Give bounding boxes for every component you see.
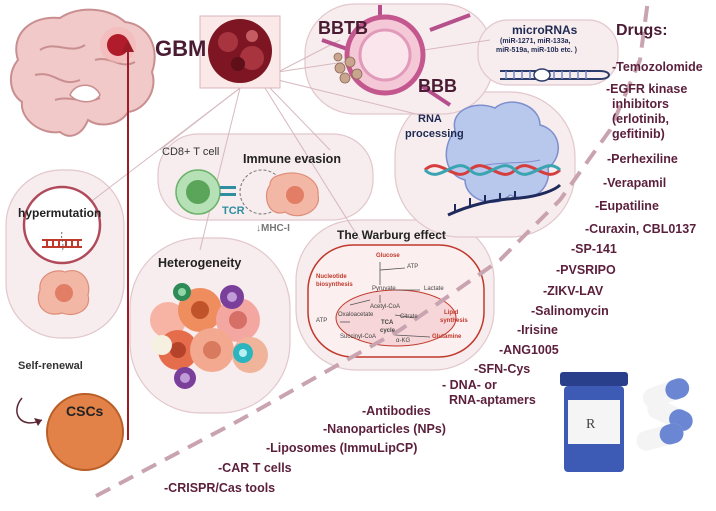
rna-label-1: RNA (418, 113, 442, 125)
warburg-oxaloacetate: Oxaloacetate (338, 312, 374, 318)
microrna-icon (500, 68, 610, 82)
drug-item: -Verapamil (603, 176, 667, 190)
warburg-akg: α-KG (396, 338, 411, 344)
microrna-title: microRNAs (512, 23, 578, 37)
stem-cell-icon (16, 393, 124, 471)
mirna-panel (477, 19, 619, 86)
csc-arrow (122, 40, 134, 440)
drug-item: -EGFR kinase (606, 82, 688, 96)
hypermutation-label: hypermutation (18, 206, 102, 220)
warburg-title: The Warburg effect (337, 228, 446, 242)
tcell-icon (175, 169, 236, 215)
warburg-lipid-1: Lipid (444, 310, 459, 316)
rna-label-2: processing (405, 128, 464, 140)
drug-item: gefitinib) (612, 127, 665, 141)
drug-item: (erlotinib, (612, 112, 669, 126)
drug-item: -Salinomycin (531, 304, 609, 318)
drug-item: RNA-aptamers (449, 393, 536, 407)
heterogeneity-label: Heterogeneity (158, 256, 242, 270)
warburg-nucleotide-1: Nucleotide (316, 274, 347, 280)
warburg-citrate: Citrate (400, 314, 418, 320)
drug-item: -ANG1005 (499, 343, 559, 357)
drug-item: -Antibodies (362, 404, 431, 418)
dashed-separator (95, 0, 650, 498)
mhc-label: ↓MHC-I (256, 223, 290, 234)
cscs-label: CSCs (66, 403, 104, 419)
tcr-label: TCR (222, 205, 245, 217)
immune-evasion-label: Immune evasion (243, 152, 341, 166)
ribosome-icon (445, 101, 559, 203)
cd8-label: CD8+ T cell (162, 146, 220, 158)
drug-item: -PVSRIPO (556, 263, 616, 277)
microrna-detail-1: (miR-1271, miR-133a, (500, 38, 571, 45)
warburg-glutamine: Glutamine (432, 334, 462, 340)
hypermutation-icon (22, 185, 102, 316)
drug-item: -Irisine (517, 323, 558, 337)
drug-item: -CRISPR/Cas tools (164, 481, 276, 495)
warburg-nucleotide-2: biosynthesis (316, 282, 353, 288)
capsule-icon (636, 378, 693, 451)
brain-icon (10, 8, 156, 137)
self-renewal-label: Self-renewal (18, 360, 83, 372)
microrna-detail-2: miR-519a, miR-10b etc. ) (496, 47, 577, 54)
dna-icon (423, 164, 562, 217)
drug-item: -Perhexiline (607, 152, 678, 166)
drug-item: -Nanoparticles (NPs) (323, 422, 446, 436)
drug-item: - DNA- or (442, 378, 497, 392)
heterogeneity-cluster (150, 283, 268, 389)
svg-text:R: R (586, 417, 596, 432)
drug-item: -SFN-Cys (474, 362, 531, 376)
drug-item: -Temozolomide (612, 60, 703, 74)
bbtb-label: BBTB (318, 18, 368, 38)
warburg-tca-2: cycle (380, 328, 396, 334)
warburg-atp-left: ATP (316, 318, 328, 324)
drug-item: -CAR T cells (218, 461, 292, 475)
drug-item: -ZIKV-LAV (543, 284, 604, 298)
warburg-diagram (307, 244, 485, 358)
cancer-cell-icon (239, 169, 319, 217)
drug-item: -Eupatiline (595, 199, 659, 213)
drug-item: -Curaxin, CBL0137 (585, 222, 697, 236)
warburg-tca-1: TCA (381, 320, 394, 326)
drug-item: inhibitors (612, 97, 669, 111)
warburg-succinyl: Succinyl-CoA (340, 334, 377, 340)
bbb-label: BBB (418, 76, 457, 96)
warburg-acetyl: Acetyl-CoA (370, 304, 401, 310)
pill-bottle-icon: R (560, 372, 628, 472)
drug-item: -SP-141 (571, 242, 617, 256)
tumor-icon (199, 15, 281, 89)
vessel-icon (321, 5, 471, 107)
warburg-pyruvate: Pyruvate (372, 286, 396, 292)
warburg-atp-top: ATP (407, 264, 419, 270)
warburg-lipid-2: synthesis (440, 318, 468, 324)
connector-lines (79, 39, 491, 251)
drug-item: -Liposomes (ImmuLipCP) (266, 441, 418, 455)
drugs-title: Drugs: (616, 22, 668, 39)
warburg-lactate: Lactate (424, 286, 444, 292)
gbm-label: GBM (155, 36, 207, 61)
warburg-glucose: Glucose (376, 253, 400, 259)
